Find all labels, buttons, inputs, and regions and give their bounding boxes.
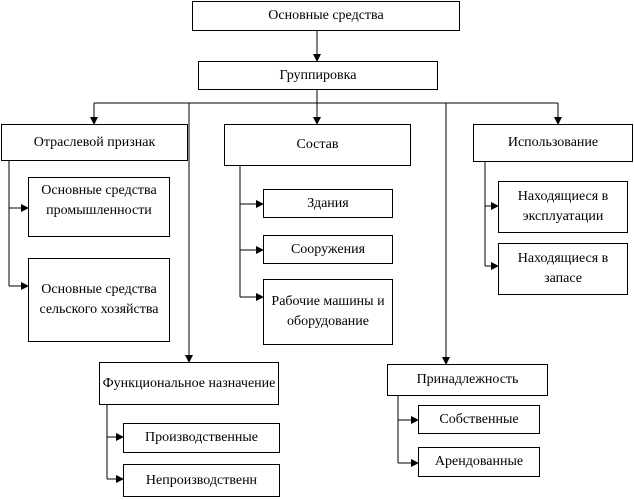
usage-item-in-reserve-label: Находящиеся в запасе xyxy=(517,251,609,286)
usage-item-in-operation: Находящиеся в эксплуатации xyxy=(498,181,628,233)
usage-node: Использование xyxy=(473,124,633,162)
sector-item-agriculture: Основные средства сельского хозяйства xyxy=(28,258,170,342)
function-item-nonproductive: Непроизводственн xyxy=(123,464,280,497)
usage-item-in-operation-label: Находящиеся в эксплуатации xyxy=(517,189,609,224)
sector-node: Отраслевой признак xyxy=(1,124,188,161)
function-item-nonproductive-label: Непроизводственн xyxy=(145,472,258,488)
ownership-item-owned: Собственные xyxy=(418,405,540,434)
ownership-item-leased-label: Арендованные xyxy=(434,454,524,469)
ownership-node: Принадлежность xyxy=(387,364,548,396)
sector-item-industry: Основные средства промышленности xyxy=(28,177,170,237)
function-label: Функциональное назначение xyxy=(102,375,276,391)
function-node: Функциональное назначение xyxy=(99,362,279,405)
function-item-productive-label: Производственные xyxy=(144,430,259,445)
composition-item-structures-label: Сооружения xyxy=(290,241,366,257)
sector-item-agriculture-label: Основные средства сельского хозяйства xyxy=(39,282,159,317)
grouping-label: Группировка xyxy=(279,67,357,83)
composition-node: Состав xyxy=(224,124,411,166)
ownership-item-owned-label: Собственные xyxy=(439,411,519,427)
root-node: Основные средства xyxy=(192,1,460,31)
usage-label: Использование xyxy=(507,135,599,150)
usage-item-in-reserve: Находящиеся в запасе xyxy=(498,243,628,295)
composition-item-machinery-label: Рабочие машины и оборудование xyxy=(271,294,385,329)
sector-label: Отраслевой признак xyxy=(33,134,156,150)
composition-label: Состав xyxy=(296,137,339,152)
composition-item-structures: Сооружения xyxy=(263,235,393,264)
ownership-label: Принадлежность xyxy=(416,372,519,387)
composition-item-machinery: Рабочие машины и оборудование xyxy=(263,279,393,345)
function-item-productive: Производственные xyxy=(123,423,280,453)
sector-item-industry-label: Основные средства промышленности xyxy=(41,183,157,218)
composition-item-buildings: Здания xyxy=(263,189,393,218)
grouping-node: Группировка xyxy=(198,61,438,90)
ownership-item-leased: Арендованные xyxy=(418,447,540,477)
composition-item-buildings-label: Здания xyxy=(307,195,349,211)
root-label: Основные средства xyxy=(268,8,384,23)
